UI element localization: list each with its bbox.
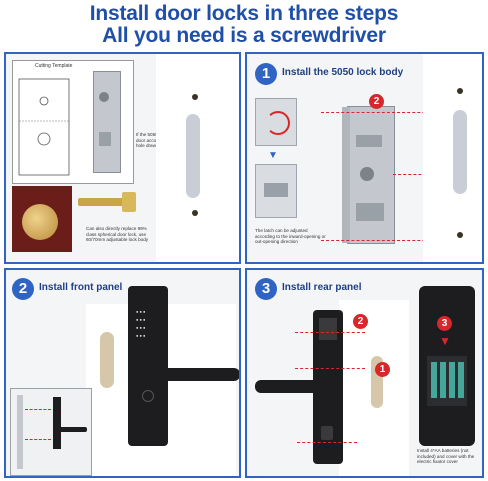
rear-handle [255, 380, 335, 393]
door-edge [156, 54, 239, 262]
screw-hole-bottom [192, 210, 198, 216]
arrow-down-icon: ▼ [439, 334, 451, 348]
door-mortise [186, 114, 200, 198]
front-panel-lock: ● ● ●● ● ●● ● ●● ● ● [128, 286, 168, 446]
knob-note: Can also directly replace 99% class sphe… [86, 226, 149, 243]
knob-lock-image [12, 186, 72, 252]
door-mortise [453, 110, 467, 194]
screw-guide-top [321, 112, 471, 113]
intro-panel: Cutting Template If the 5050 lock body i… [4, 52, 241, 264]
latch-image [78, 192, 138, 212]
door-mortise [100, 332, 114, 388]
screw-hole-bottom [457, 232, 463, 238]
screw-guide-bottom [321, 240, 471, 241]
screw-guide-2 [295, 368, 365, 369]
latch-detail-top [255, 98, 297, 146]
door-face [339, 300, 409, 476]
template-title: Cutting Template [35, 63, 73, 69]
step3-note: Install 4*AA batteries (not included) an… [417, 448, 475, 465]
latch-detail-bottom [255, 164, 297, 218]
front-handle [138, 368, 239, 381]
step3-panel: 3 Install rear panel 2 1 3 ▼ Install 4*A… [245, 268, 484, 478]
step3-callout-a: 1 [375, 362, 390, 377]
screw-hole-top [457, 88, 463, 94]
template-lines-svg [18, 78, 70, 176]
screw-hole-top [192, 94, 198, 100]
screw-guide-1 [295, 332, 365, 333]
step1-callout-b: 2 [369, 94, 384, 109]
arrow-down-icon: ▼ [268, 150, 278, 161]
lock-body-image [93, 71, 121, 173]
fingerprint-icon [142, 390, 154, 402]
door-inset-detail [10, 388, 92, 476]
cutting-template-drawing: Cutting Template [12, 60, 134, 184]
battery-compartment [427, 356, 467, 406]
keypad-area: ● ● ●● ● ●● ● ●● ● ● [136, 309, 146, 338]
step2-panel: 2 Install front panel ● ● ●● ● ●● ● ●● ●… [4, 268, 241, 478]
step3-callout-b: 2 [353, 314, 368, 329]
step1-panel: 1 Install the 5050 lock body ▼ The latch… [245, 52, 484, 264]
step1-number-badge: 1 [255, 63, 277, 85]
step3-number-badge: 3 [255, 278, 277, 300]
step1-note: The latch can be adjusted according to t… [255, 228, 326, 245]
step2-number-badge: 2 [12, 278, 34, 300]
step1-title: Install the 5050 lock body [282, 67, 404, 78]
door-edge [423, 54, 482, 262]
step3-callout-c: 3 [437, 316, 452, 331]
battery-cover-panel: 3 ▼ [419, 286, 475, 446]
headline-line-1: Install door locks in three steps [89, 2, 399, 25]
step3-title: Install rear panel [282, 282, 362, 293]
screw-guide-3 [297, 442, 357, 443]
headline-line-2: All you need is a screwdriver [102, 24, 386, 47]
lock-body [342, 106, 395, 244]
step2-title: Install front panel [39, 282, 123, 293]
